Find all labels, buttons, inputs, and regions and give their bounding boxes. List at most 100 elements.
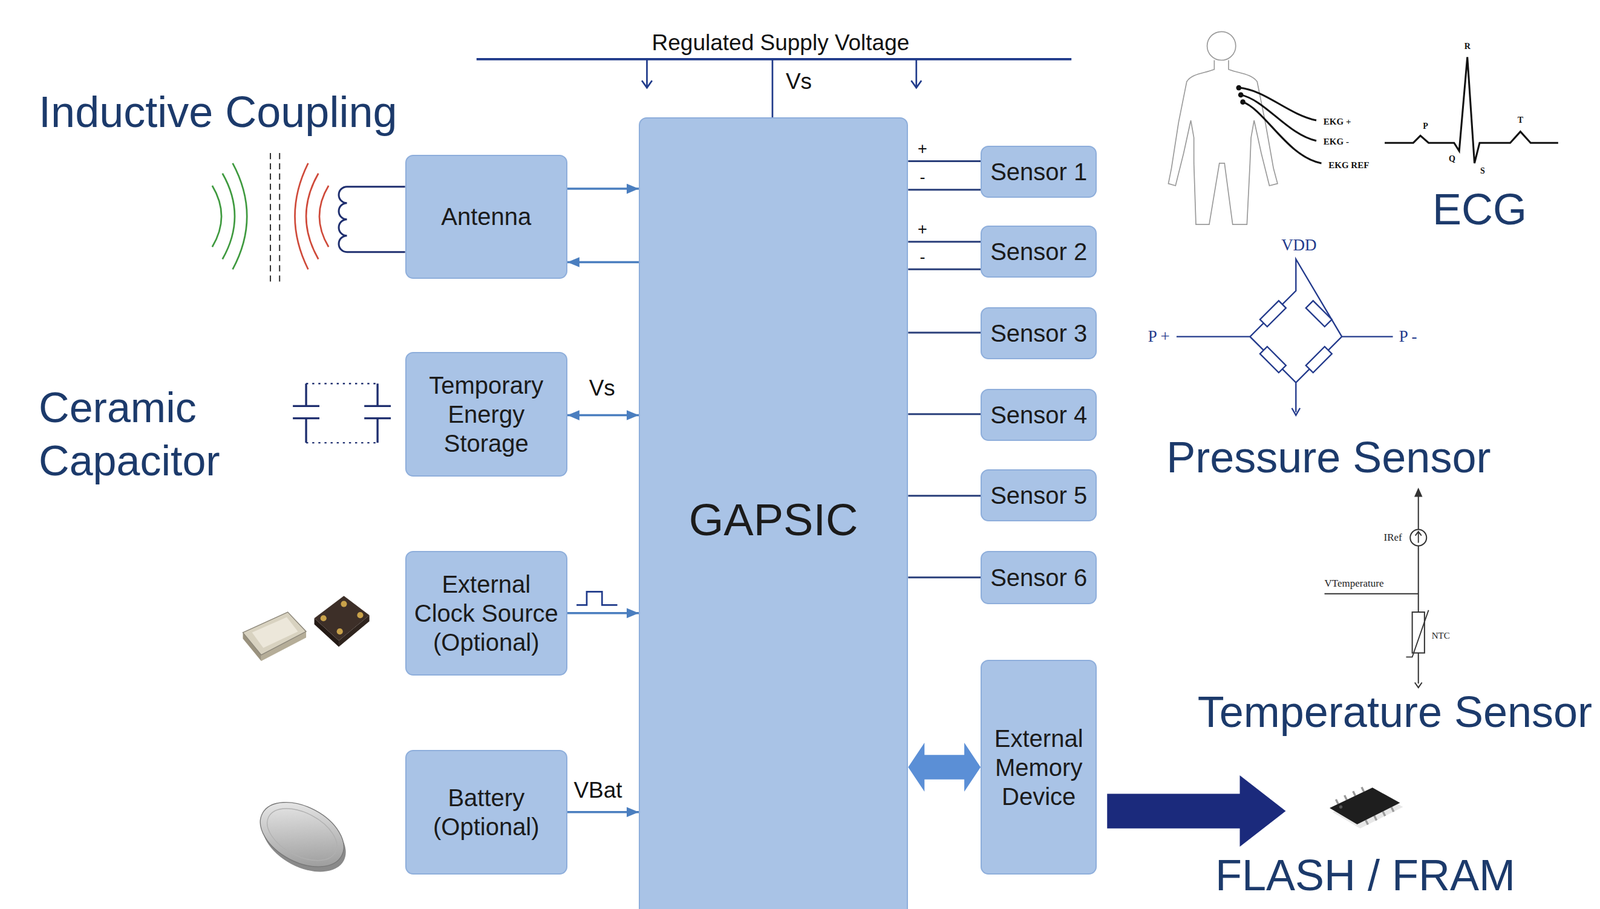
field-wave	[306, 173, 319, 260]
coin-cell-rim	[258, 797, 346, 872]
crystal-pad	[340, 601, 347, 608]
clock-source-box: External Clock Source (Optional)	[405, 551, 568, 676]
bus-tap-arrow	[915, 59, 918, 88]
crystal-lid	[252, 617, 299, 649]
bus-tap-arrow	[646, 59, 648, 88]
antenna-box: Antenna	[405, 154, 568, 279]
sensor-box: Sensor 2	[980, 225, 1097, 278]
bridge-wires	[1176, 258, 1394, 412]
section-label: Ceramic Capacitor	[38, 381, 305, 488]
resistor-symbol	[1260, 346, 1287, 373]
sensor-box: Sensor 4	[980, 388, 1097, 441]
body-outline	[1207, 31, 1236, 60]
sensor-box: Sensor 6	[980, 551, 1097, 605]
field-wave	[222, 173, 235, 260]
section-label: Pressure Sensor	[1166, 431, 1491, 484]
box-text: External Clock Source (Optional)	[412, 569, 561, 657]
signal-arrow	[567, 612, 639, 614]
coupling-gap-line	[278, 153, 281, 284]
box-text: GAPSIC	[688, 493, 859, 548]
resistor-symbol	[1306, 300, 1333, 327]
resistor-symbol	[1260, 300, 1287, 327]
sensor-box: Sensor 5	[980, 469, 1097, 522]
ecg-lead-wires	[1238, 87, 1322, 164]
section-label: Temperature Sensor	[1197, 685, 1593, 738]
box-text: Sensor 3	[990, 318, 1088, 348]
signal-arrow	[567, 414, 639, 417]
bus-name: Regulated Supply Voltage	[652, 29, 910, 57]
signal-name: VTemperature	[1324, 577, 1385, 590]
signal-name: +	[917, 139, 928, 159]
field-wave	[295, 163, 309, 270]
bridge-return-arrow	[1292, 408, 1300, 416]
supply-wire	[771, 59, 774, 119]
resistor-symbol	[1306, 346, 1333, 373]
crystal-pad	[356, 612, 363, 619]
sensor-box: Sensor 1	[980, 145, 1097, 198]
ground-arrowhead	[1414, 682, 1423, 688]
sensor-wire	[907, 331, 981, 334]
signal-name: VBat	[573, 777, 622, 804]
box-text: Sensor 2	[990, 237, 1088, 267]
double-block-arrow	[907, 742, 981, 792]
signal-name: Vs	[589, 375, 616, 402]
section-label: ECG	[1432, 183, 1527, 236]
sensor-wire	[907, 494, 981, 497]
box-text: Sensor 5	[990, 480, 1088, 510]
clock-pulse-symbol	[576, 591, 618, 605]
asic-block: GAPSIC	[638, 117, 908, 909]
electrode	[1240, 99, 1246, 105]
box-text: Temporary Energy Storage	[412, 370, 561, 458]
pin-name: P -	[1399, 326, 1418, 347]
lead-name: EKG REF	[1328, 159, 1369, 171]
signal-arrow	[567, 261, 639, 264]
signal-name: Vs	[785, 68, 812, 95]
wave-point: P	[1422, 121, 1429, 132]
chip-dot	[1339, 805, 1343, 809]
sensor-wire	[907, 188, 981, 191]
sensor-wire	[907, 576, 981, 579]
parallel-link	[306, 383, 378, 443]
signal-arrow	[567, 187, 639, 190]
signal-name: +	[917, 219, 928, 239]
coil-symbol	[338, 186, 406, 253]
coupling-gap-line	[269, 153, 272, 284]
box-text: Sensor 1	[990, 157, 1088, 187]
box-text: External Memory Device	[987, 724, 1090, 812]
illustration-group	[212, 31, 1559, 885]
sensor-wire	[907, 413, 981, 415]
memory-chip	[1329, 787, 1400, 825]
field-wave	[212, 185, 222, 247]
memory-box: External Memory Device	[980, 659, 1097, 875]
connector-group	[567, 161, 981, 813]
signal-name: -	[919, 167, 925, 187]
crystal-package	[242, 612, 307, 656]
current-source-symbol	[1410, 529, 1427, 546]
energy-storage-box: Temporary Energy Storage	[405, 352, 568, 477]
ntc-wires	[1324, 489, 1419, 685]
capacitor-symbol	[292, 383, 320, 443]
pin-name: VDD	[1281, 235, 1317, 255]
crystal-pad	[320, 615, 327, 622]
field-wave	[232, 163, 248, 270]
electrode	[1235, 85, 1242, 91]
body-outline	[1168, 60, 1277, 226]
wave-point: R	[1464, 41, 1471, 53]
bus-tap-arrowhead	[641, 80, 653, 88]
wave-point: S	[1480, 166, 1486, 177]
sensor-wire	[907, 268, 981, 271]
thermistor-symbol	[1412, 612, 1425, 653]
signal-arrow	[567, 811, 639, 814]
wave-point: Q	[1448, 154, 1456, 165]
lead-name: EKG +	[1323, 116, 1352, 128]
capacitor-symbol	[364, 383, 391, 443]
sensor-wire	[907, 240, 981, 243]
signal-name: -	[919, 247, 925, 267]
signal-name: IRef	[1384, 531, 1403, 544]
lead-name: EKG -	[1323, 136, 1349, 147]
box-text: Antenna	[440, 202, 532, 232]
storage-arrow	[1106, 775, 1286, 847]
section-label: FLASH / FRAM	[1215, 849, 1516, 902]
